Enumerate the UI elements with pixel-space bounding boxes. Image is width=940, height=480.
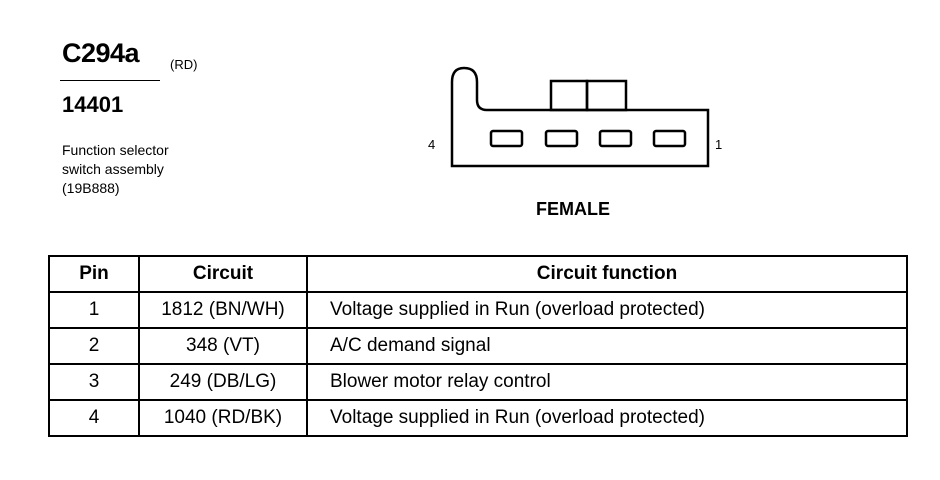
pin-cavity-2 [598,129,633,148]
cell-pin: 1 [48,291,140,329]
connector-id-underline [60,80,160,81]
cell-pin: 4 [48,399,140,437]
pin-cavity-4 [489,129,524,148]
keying-block [549,79,589,112]
cell-pin: 3 [48,363,140,401]
pin-cavity-3 [544,129,579,148]
description-line: switch assembly [62,161,164,177]
pin-table: Pin Circuit Circuit function 1 1812 (BN/… [48,255,908,437]
header-circuit: Circuit [138,255,308,293]
header-circuit-function: Circuit function [306,255,908,293]
keying-block [585,79,628,112]
cell-function: Voltage supplied in Run (overload protec… [306,399,908,437]
part-number: 14401 [62,92,124,117]
cell-function: A/C demand signal [306,327,908,365]
table-row: 1 1812 (BN/WH) Voltage supplied in Run (… [48,291,908,329]
cell-circuit: 1040 (RD/BK) [138,399,308,437]
cell-circuit: 348 (VT) [138,327,308,365]
connector-face-diagram [450,66,710,168]
cell-circuit: 1812 (BN/WH) [138,291,308,329]
connector-housing [450,66,710,168]
cell-function: Blower motor relay control [306,363,908,401]
cell-function: Voltage supplied in Run (overload protec… [306,291,908,329]
table-row: 4 1040 (RD/BK) Voltage supplied in Run (… [48,399,908,437]
table-row: 3 249 (DB/LG) Blower motor relay control [48,363,908,401]
cell-circuit: 249 (DB/LG) [138,363,308,401]
description-line: Function selector [62,142,169,158]
table-header-row: Pin Circuit Circuit function [48,255,908,293]
connector-gender-label: FEMALE [536,199,610,219]
connector-color: (RD) [170,57,198,72]
pin-cavity-1 [652,129,687,148]
description-line: (19B888) [62,180,120,196]
pin-label-left: 4 [428,137,436,152]
table-row: 2 348 (VT) A/C demand signal [48,327,908,365]
pin-label-right: 1 [715,137,723,152]
connector-id: C294a [62,38,140,68]
cell-pin: 2 [48,327,140,365]
header-pin: Pin [48,255,140,293]
component-description: Function selector switch assembly (19B88… [62,141,169,198]
